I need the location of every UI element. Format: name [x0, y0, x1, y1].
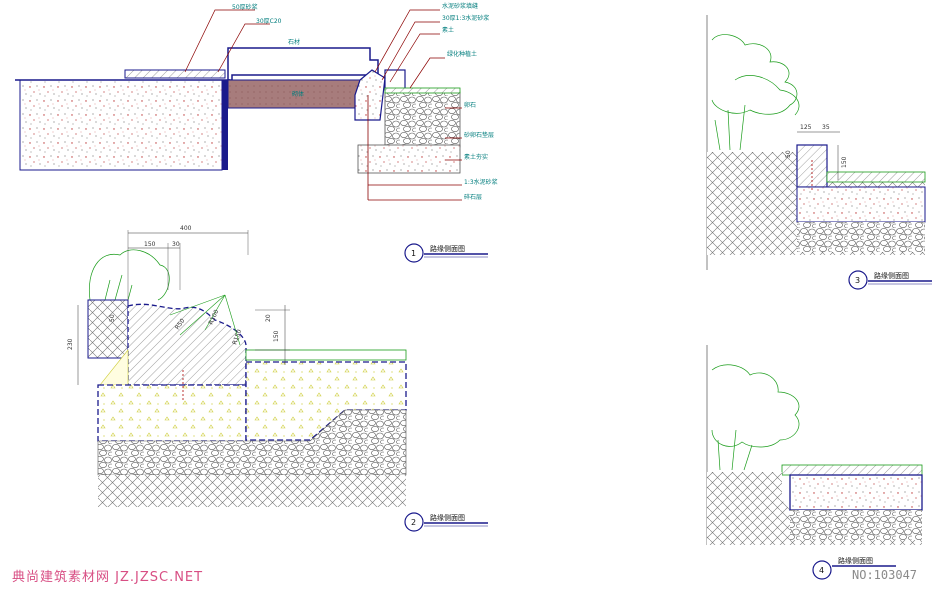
paving-top-4: [781, 464, 923, 476]
label-3: 石材: [288, 38, 300, 46]
masonry-label: 砌体: [292, 90, 304, 98]
detail-2-title: 2 路缘侧面图: [404, 512, 488, 532]
tree-foliage: [711, 34, 800, 151]
planting-soil: [384, 87, 461, 94]
mortar-joint: [354, 69, 386, 121]
detail-4-title: 4 路缘侧面图: [812, 556, 896, 580]
shrub-outline: [88, 249, 170, 301]
natural-stone-curb: [127, 303, 247, 386]
detail-1-title: 1 路缘侧面图: [404, 243, 488, 263]
dim-50: 50: [109, 314, 116, 322]
dim-50b: 50: [785, 150, 792, 158]
label-2: 30厚C20: [256, 18, 282, 25]
detail-3-dimensions: 125 35 50 150: [785, 124, 848, 180]
concrete-base: [97, 384, 247, 442]
paving-surface: [245, 349, 407, 361]
dim-125: 125: [800, 124, 812, 131]
detail-4-section: [706, 345, 923, 545]
soil-block: [19, 79, 223, 171]
detail-3-section: [706, 15, 926, 270]
detail-2-number: 2: [411, 518, 416, 527]
small-curb: [384, 69, 406, 91]
label-1: 50厚砂浆: [232, 3, 258, 11]
base-layer: [357, 144, 461, 174]
dim-400: 400: [180, 225, 192, 232]
label-8: 卵石: [464, 101, 476, 109]
detail-3-title-text: 路缘侧面图: [874, 271, 909, 280]
gravel-4: [790, 510, 922, 540]
label-4: 水泥砂浆填缝: [442, 2, 478, 10]
dim-150b: 150: [273, 330, 280, 342]
label-7: 绿化种植土: [447, 50, 477, 58]
dim-150: 150: [144, 241, 156, 248]
detail-2-title-text: 路缘侧面图: [430, 513, 465, 522]
detail-1-annotations: 50厚砂浆 30厚C20 石材 水泥砂浆填缝 30厚1:3水泥砂浆 素土 绿化种…: [184, 2, 498, 201]
label-5: 30厚1:3水泥砂浆: [442, 14, 489, 22]
detail-3-number: 3: [855, 276, 860, 285]
detail-4-number: 4: [819, 566, 824, 575]
detail-2-section: [87, 249, 407, 507]
detail-1-title-text: 路缘侧面图: [430, 244, 465, 253]
compacted-soil: [98, 475, 406, 507]
detail-1-section: 砌体: [15, 47, 461, 200]
detail-3-title: 3 路缘侧面图: [848, 270, 932, 290]
dim-30: 30: [172, 241, 180, 248]
dim-20: 20: [265, 314, 272, 322]
paving-base: [245, 361, 407, 441]
drawing-number: NO:103047: [852, 568, 918, 582]
label-9: 砂卵石垫层: [464, 131, 494, 139]
dim-150c: 150: [841, 156, 848, 168]
label-10: 素土夯实: [464, 153, 488, 161]
curb-stone-outline: [227, 47, 379, 81]
label-12: 碎石层: [464, 193, 482, 201]
dim-35: 35: [822, 124, 830, 131]
dim-230: 230: [67, 338, 74, 350]
edge-strip: [222, 80, 228, 170]
earth-block: [87, 299, 129, 359]
gravel-bed: [797, 222, 925, 252]
stone-cap: [124, 69, 226, 79]
label-6: 素土: [442, 26, 454, 34]
concrete-bed: [796, 186, 926, 223]
label-11: 1:3水泥砂浆: [464, 178, 498, 186]
pebble-layer: [384, 91, 461, 148]
detail-4-title-text: 路缘侧面图: [838, 556, 873, 565]
site-watermark: 典尚建筑素材网 JZ.JZSC.NET: [12, 570, 204, 585]
detail-1-number: 1: [411, 249, 416, 258]
concrete-bed-4: [789, 474, 923, 511]
tree-foliage-4: [711, 364, 800, 471]
paving-top: [826, 171, 926, 183]
dim-r150: R150: [231, 328, 243, 345]
